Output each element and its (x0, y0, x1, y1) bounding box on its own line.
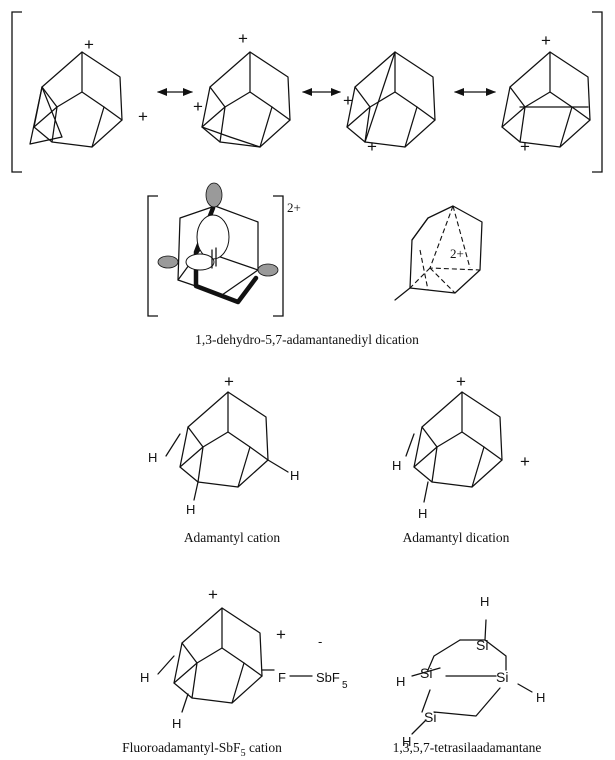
hydrogen-label: H (140, 670, 149, 685)
hydrogen-label: H (418, 506, 427, 521)
charge-plus: + (456, 372, 466, 391)
resonance-structures: + + + + + + + + (11, 11, 603, 173)
hydrogen-label: H (186, 502, 195, 517)
adamantyl-cation: + H H H (148, 372, 299, 517)
hydrogen-label: H (480, 594, 489, 609)
silicon-label: Si (424, 709, 436, 725)
subscript: 5 (342, 680, 348, 691)
hydrogen-label: H (148, 450, 157, 465)
caption-tetrasilaadamantane: 1,3,5,7-tetrasilaadamantane (393, 740, 542, 755)
p-orbital-lobe (257, 263, 279, 277)
tetrasilaadamantane: H Si Si Si Si H H H (396, 594, 545, 749)
charge-plus: + (276, 625, 286, 644)
resonance-structure-2 (201, 51, 291, 148)
charge-minus: - (318, 634, 322, 649)
p-orbital-lobe (205, 182, 223, 208)
fluorine-label: F (278, 670, 286, 685)
sbf-label: SbF (316, 670, 340, 685)
charge-plus: + (343, 91, 353, 110)
caption-fluoroadamantyl: Fluoroadamantyl-SbF5 cation (122, 740, 282, 759)
charge-plus: + (138, 107, 148, 126)
charge-label: 2+ (287, 200, 301, 215)
fluoroadamantyl-sbf5: + H H + F SbF 5 - (140, 585, 348, 731)
hydrogen-label: H (536, 690, 545, 705)
orbital-dication-diagram: 2+ (147, 182, 301, 317)
hydrogen-label: H (290, 468, 299, 483)
resonance-structure-3 (346, 51, 436, 148)
charge-plus: + (238, 29, 248, 48)
silicon-label: Si (476, 637, 488, 653)
left-bracket (11, 11, 22, 173)
dication-3d-structure: 2+ (394, 205, 483, 301)
charge-plus: + (193, 97, 203, 116)
charge-label: 2+ (450, 246, 464, 261)
hydrogen-label: H (172, 716, 181, 731)
charge-plus: + (224, 372, 234, 391)
resonance-structure-4 (501, 51, 591, 148)
charge-plus: + (520, 452, 530, 471)
silicon-label: Si (420, 665, 432, 681)
resonance-structure-1 (29, 51, 123, 148)
charge-plus: + (208, 585, 218, 604)
caption-adamantyl-dication: Adamantyl dication (403, 530, 510, 545)
caption-dication: 1,3-dehydro-5,7-adamantanediyl dication (195, 332, 419, 347)
right-bracket (273, 195, 284, 317)
silicon-label: Si (496, 669, 508, 685)
charge-plus: + (367, 137, 377, 156)
hydrogen-label: H (396, 674, 405, 689)
charge-plus: + (520, 137, 530, 156)
charge-plus: + (84, 35, 94, 54)
p-orbital-lobe (157, 255, 179, 269)
hydrogen-label: H (402, 734, 411, 749)
hydrogen-label: H (392, 458, 401, 473)
p-orbital-lobe (196, 214, 230, 260)
left-bracket (147, 195, 158, 317)
caption-adamantyl-cation: Adamantyl cation (184, 530, 281, 545)
charge-plus: + (541, 31, 551, 50)
adamantyl-dication: + + H H (392, 372, 530, 521)
right-bracket (592, 11, 603, 173)
